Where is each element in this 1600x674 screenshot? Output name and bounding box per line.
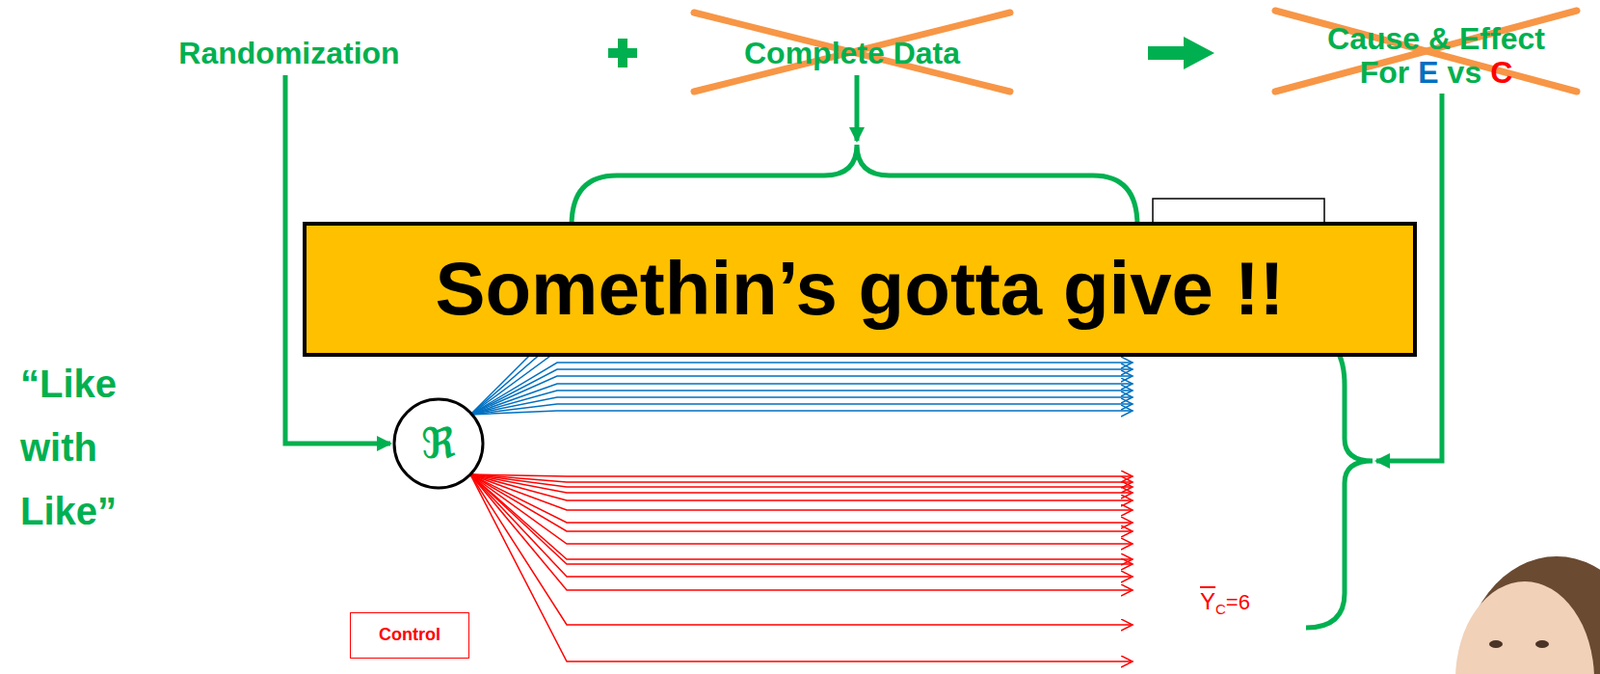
step-label: Randomization <box>178 35 400 72</box>
comparison-label: C <box>1490 54 1513 91</box>
randomizer-circle: ℜ <box>392 397 485 490</box>
step-label: Cause & Effect <box>1327 21 1546 57</box>
banner-box: Somethin’s gotta give !! <box>302 221 1417 357</box>
curly-brace <box>1306 337 1373 628</box>
mean-value-group: YC=6 <box>1200 587 1251 615</box>
curly-brace <box>571 144 1138 226</box>
step-label-group: Cause & Effect <box>1327 21 1546 57</box>
plus-symbol <box>608 38 638 68</box>
randomization-symbol: ℜ <box>421 420 456 467</box>
banner-text: Somethin’s gotta give !! <box>434 247 1284 331</box>
flow-line <box>854 75 860 141</box>
step-label-group: Complete Data <box>744 35 960 72</box>
strike-cross <box>693 10 1577 92</box>
step-label-group: Randomization <box>178 35 400 72</box>
control-arrows <box>470 474 1133 662</box>
block-arrow <box>1147 36 1215 70</box>
comparison-label: vs <box>1447 54 1483 91</box>
side-note-group: “Like with Like” <box>20 351 146 543</box>
mean-value: Y <box>1200 587 1216 615</box>
comparison-label: For <box>1360 54 1411 91</box>
comparison-label-group: ForEvsC <box>1360 54 1514 91</box>
person-photo <box>1455 556 1600 674</box>
group-box: Control <box>349 612 470 659</box>
side-note: “Like with Like” <box>20 351 146 543</box>
mean-value: =6 <box>1226 589 1251 614</box>
group-label: Control <box>378 625 441 645</box>
mean-value: C <box>1215 600 1227 617</box>
step-label: Complete Data <box>744 35 960 72</box>
comparison-label: E <box>1417 54 1439 91</box>
